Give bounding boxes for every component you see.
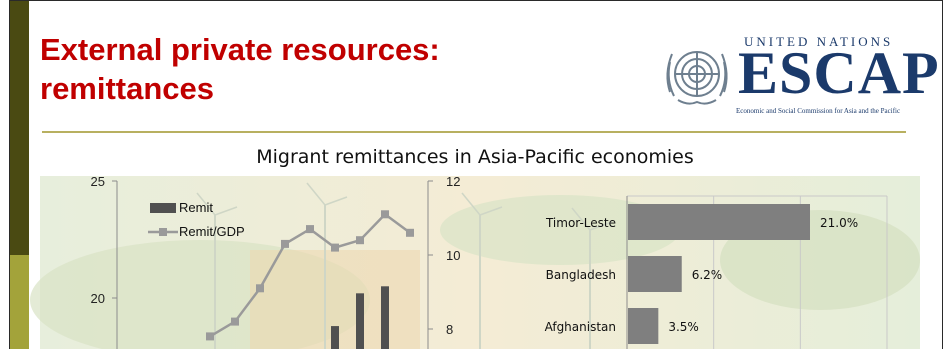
remit-gdp-marker	[281, 239, 289, 248]
wind-turbine-blade	[461, 192, 481, 216]
map-landmass	[440, 195, 680, 265]
secondary-axis-tick-label: 12	[446, 174, 460, 189]
wind-turbine-blade	[306, 182, 326, 206]
chart-background	[30, 176, 920, 349]
left-accent-bar-dark	[9, 0, 29, 255]
slide-border-top	[9, 0, 943, 1]
legend-label-remit: Remit	[179, 200, 213, 215]
slide-title-line1: External private resources:	[40, 32, 440, 67]
secondary-axis-tick-label: 8	[446, 322, 453, 337]
right-chart: Timor-Leste 21.0% Bangladesh 6.2% Afghanista…	[545, 195, 888, 349]
remit-gdp-marker	[206, 332, 214, 341]
wind-turbine-blade	[214, 206, 238, 216]
category-label: Afghanistan	[545, 320, 616, 334]
remit-bar	[331, 326, 339, 349]
wind-turbine-blade	[196, 192, 216, 216]
remit-bar	[356, 293, 364, 349]
wind-turbine-blade	[571, 207, 591, 231]
value-label: 3.5%	[668, 320, 699, 334]
remit-gdp-marker	[331, 243, 339, 252]
remit-gdp-marker	[306, 225, 314, 234]
slide-title-line2: remittances	[40, 71, 215, 106]
title-divider	[42, 131, 906, 133]
country-bar	[628, 308, 659, 344]
secondary-axis-tick-label: 10	[446, 248, 460, 263]
chart-title: Migrant remittances in Asia-Pacific econ…	[256, 146, 694, 168]
value-label: 6.2%	[692, 268, 723, 282]
left-accent-bar-light	[9, 255, 29, 349]
escap-logo: UNITED NATIONS ESCAP Economic and Social…	[658, 30, 939, 122]
slide-border-right	[942, 0, 943, 349]
remit-bar	[381, 286, 389, 349]
logo-main-text: ESCAP	[738, 40, 940, 106]
slide-title: External private resources: remittances	[40, 30, 440, 108]
slide-border-left	[9, 0, 10, 349]
remit-gdp-marker	[356, 236, 364, 245]
remit-gdp-marker	[381, 210, 389, 219]
value-label: 21.0%	[820, 216, 858, 230]
country-bar	[628, 256, 682, 292]
remit-gdp-marker	[406, 228, 414, 237]
wind-turbine-blade	[589, 221, 613, 231]
remit-gdp-marker	[256, 284, 264, 293]
logo-top-text: UNITED NATIONS	[744, 34, 894, 49]
wind-turbine-blade	[479, 206, 503, 216]
country-bar	[628, 204, 810, 240]
primary-axis-tick-label: 25	[91, 174, 105, 189]
wind-turbine-blade	[324, 196, 348, 206]
logo-sub-text: Economic and Social Commission for Asia …	[736, 107, 901, 115]
legend-label-remit-gdp: Remit/GDP	[179, 224, 245, 239]
primary-axis-tick-label: 20	[91, 291, 105, 306]
un-emblem-icon	[666, 51, 728, 105]
remit-gdp-marker	[231, 317, 239, 326]
legend-swatch-remit	[150, 203, 176, 213]
legend-swatch-remit-gdp-marker	[159, 228, 167, 236]
category-label: Bangladesh	[546, 268, 616, 282]
category-label: Timor-Leste	[545, 216, 616, 230]
